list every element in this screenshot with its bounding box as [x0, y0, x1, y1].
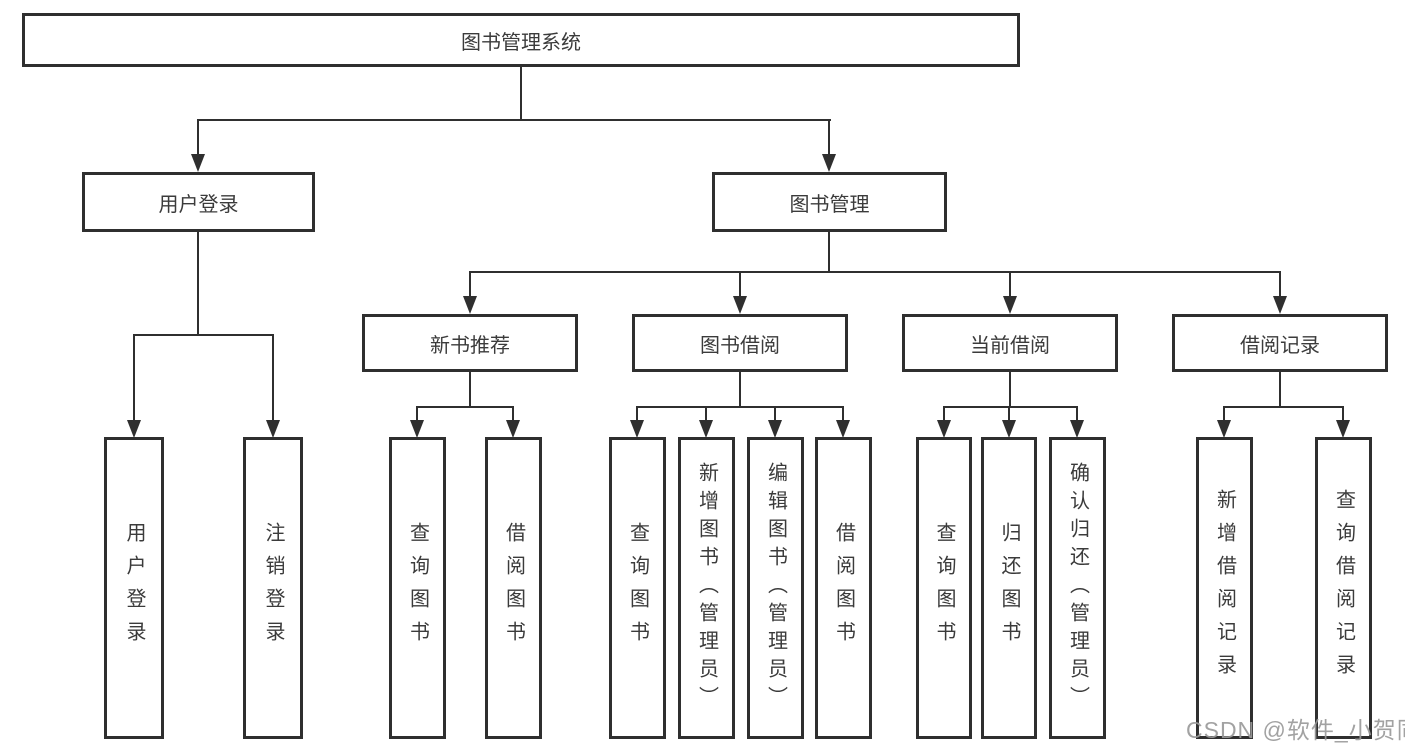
leaf-query-books-2: 查询图书	[609, 437, 666, 739]
node-label: 图书管理系统	[461, 31, 581, 54]
connector-line	[636, 406, 638, 422]
connector-line	[197, 119, 831, 121]
leaf-confirm-return-admin: 确认归还（管理员）	[1049, 437, 1106, 739]
arrow-down-icon	[191, 154, 205, 172]
connector-line	[272, 334, 274, 422]
arrow-down-icon	[836, 420, 850, 438]
connector-line	[469, 271, 471, 298]
arrow-down-icon	[699, 420, 713, 438]
leaf-label: 查询借阅记录	[1332, 489, 1355, 687]
csdn-watermark: CSDN @软件_小贺同学	[1186, 717, 1405, 743]
connector-line	[133, 334, 135, 422]
leaf-add-borrow-record: 新增借阅记录	[1196, 437, 1253, 739]
arrow-down-icon	[1336, 420, 1350, 438]
node-label: 图书管理	[789, 193, 870, 216]
node-label: 当前借阅	[970, 334, 1050, 357]
arrow-down-icon	[630, 420, 644, 438]
leaf-user-login: 用户登录	[104, 437, 164, 739]
leaf-label: 查询图书	[933, 522, 955, 654]
leaf-logout: 注销登录	[243, 437, 303, 739]
connector-line	[512, 406, 514, 422]
connector-line	[469, 372, 471, 407]
leaf-query-books-1: 查询图书	[389, 437, 446, 739]
node-borrow-record: 借阅记录	[1172, 314, 1388, 372]
leaf-label: 新增图书（管理员）	[695, 462, 718, 714]
node-label: 新书推荐	[430, 334, 510, 357]
connector-line	[133, 334, 274, 336]
arrow-down-icon	[1002, 420, 1016, 438]
connector-line	[705, 406, 707, 422]
arrow-down-icon	[1273, 296, 1287, 314]
connector-line	[739, 271, 741, 298]
connector-line	[1223, 406, 1344, 408]
arrow-down-icon	[768, 420, 782, 438]
leaf-add-books-admin: 新增图书（管理员）	[678, 437, 735, 739]
connector-line	[739, 372, 741, 407]
leaf-borrow-books-2: 借阅图书	[815, 437, 872, 739]
connector-line	[416, 406, 418, 422]
leaf-return-books: 归还图书	[981, 437, 1037, 739]
connector-line	[828, 119, 830, 155]
leaf-label: 借阅图书	[832, 522, 855, 654]
connector-line	[943, 406, 1078, 408]
leaf-label: 确认归还（管理员）	[1066, 462, 1089, 714]
leaf-label: 查询图书	[626, 522, 649, 654]
connector-line	[842, 406, 844, 422]
leaf-label: 编辑图书（管理员）	[764, 462, 787, 714]
node-new-book-recommend: 新书推荐	[362, 314, 578, 372]
connector-line	[1009, 372, 1011, 407]
arrow-down-icon	[1003, 296, 1017, 314]
connector-line	[469, 271, 1281, 273]
node-label: 借阅记录	[1240, 334, 1320, 357]
leaf-query-borrow-record: 查询借阅记录	[1315, 437, 1372, 739]
node-book-borrow: 图书借阅	[632, 314, 848, 372]
node-label: 用户登录	[158, 193, 239, 216]
leaf-label: 用户登录	[123, 522, 145, 654]
arrow-down-icon	[1217, 420, 1231, 438]
connector-line	[197, 232, 199, 336]
connector-line	[1279, 372, 1281, 407]
connector-line	[520, 67, 522, 121]
connector-line	[1076, 406, 1078, 422]
leaf-query-books-3: 查询图书	[916, 437, 972, 739]
leaf-label: 注销登录	[262, 522, 284, 654]
arrow-down-icon	[733, 296, 747, 314]
leaf-label: 借阅图书	[502, 522, 525, 654]
arrow-down-icon	[506, 420, 520, 438]
node-library-management-system: 图书管理系统	[22, 13, 1020, 67]
arrow-down-icon	[822, 154, 836, 172]
node-current-borrow: 当前借阅	[902, 314, 1118, 372]
connector-line	[1008, 406, 1010, 422]
arrow-down-icon	[127, 420, 141, 438]
connector-line	[1342, 406, 1344, 422]
arrow-down-icon	[410, 420, 424, 438]
node-label: 图书借阅	[700, 334, 780, 357]
node-user-login: 用户登录	[82, 172, 315, 232]
leaf-label: 归还图书	[998, 522, 1020, 654]
connector-line	[416, 406, 514, 408]
arrow-down-icon	[266, 420, 280, 438]
node-book-management: 图书管理	[712, 172, 947, 232]
arrow-down-icon	[1070, 420, 1084, 438]
connector-line	[1009, 271, 1011, 298]
connector-line	[943, 406, 945, 422]
leaf-label: 查询图书	[406, 522, 429, 654]
connector-line	[828, 232, 830, 273]
leaf-borrow-books-1: 借阅图书	[485, 437, 542, 739]
connector-line	[197, 119, 199, 155]
leaf-edit-books-admin: 编辑图书（管理员）	[747, 437, 804, 739]
arrow-down-icon	[463, 296, 477, 314]
arrow-down-icon	[937, 420, 951, 438]
connector-line	[1223, 406, 1225, 422]
connector-line	[636, 406, 844, 408]
connector-line	[1279, 271, 1281, 298]
leaf-label: 新增借阅记录	[1213, 489, 1236, 687]
connector-line	[774, 406, 776, 422]
